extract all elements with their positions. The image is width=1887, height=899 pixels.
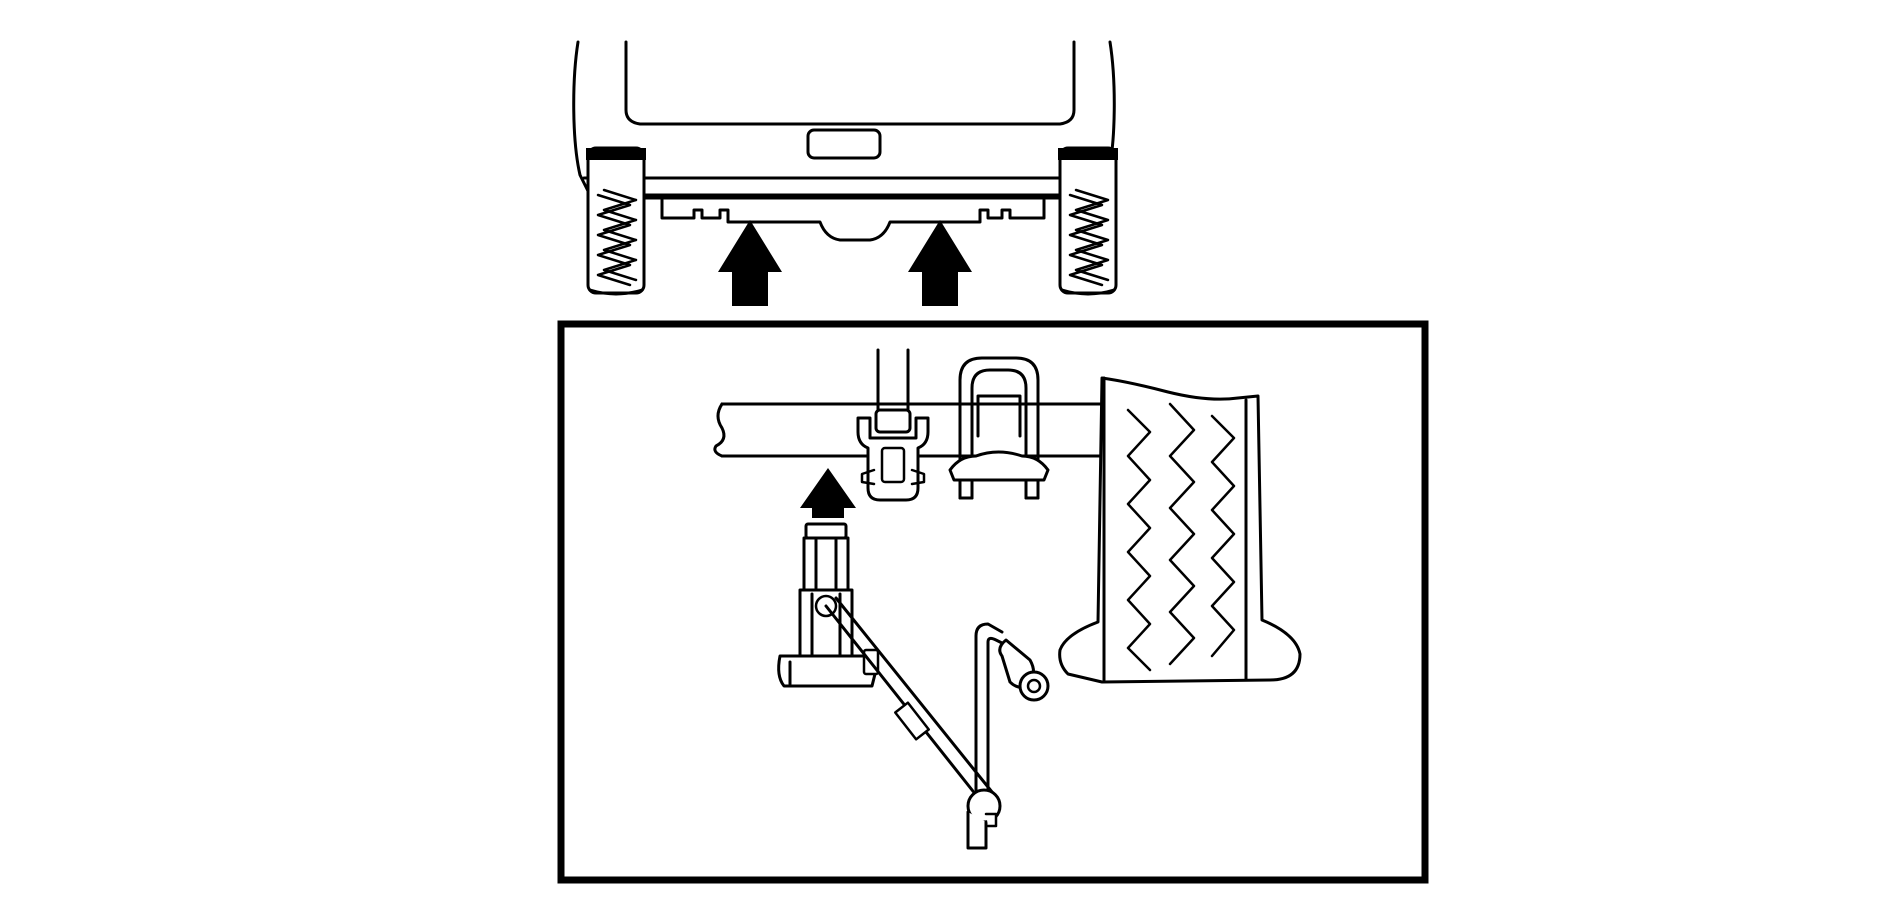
right-rear-tire [1058, 146, 1118, 296]
tailgate-outline [624, 40, 1076, 126]
vehicle-body-outline [572, 40, 1116, 197]
detail-rear-tire [1058, 376, 1302, 684]
jack-handle [824, 596, 1050, 850]
detail-inset [557, 320, 1429, 884]
jack-lift-arrow-icon [800, 468, 856, 518]
vehicle-rear-view [572, 40, 1118, 306]
license-plate-light [806, 128, 882, 160]
lift-point-arrow-right-icon [908, 220, 972, 306]
u-bolt-spring-clamp [948, 356, 1050, 500]
lift-point-arrow-left-icon [718, 220, 782, 306]
detail-frame [557, 320, 1429, 884]
shock-absorber-mount [856, 348, 930, 502]
underbody-profile [660, 198, 1046, 242]
left-rear-tire [586, 146, 646, 296]
